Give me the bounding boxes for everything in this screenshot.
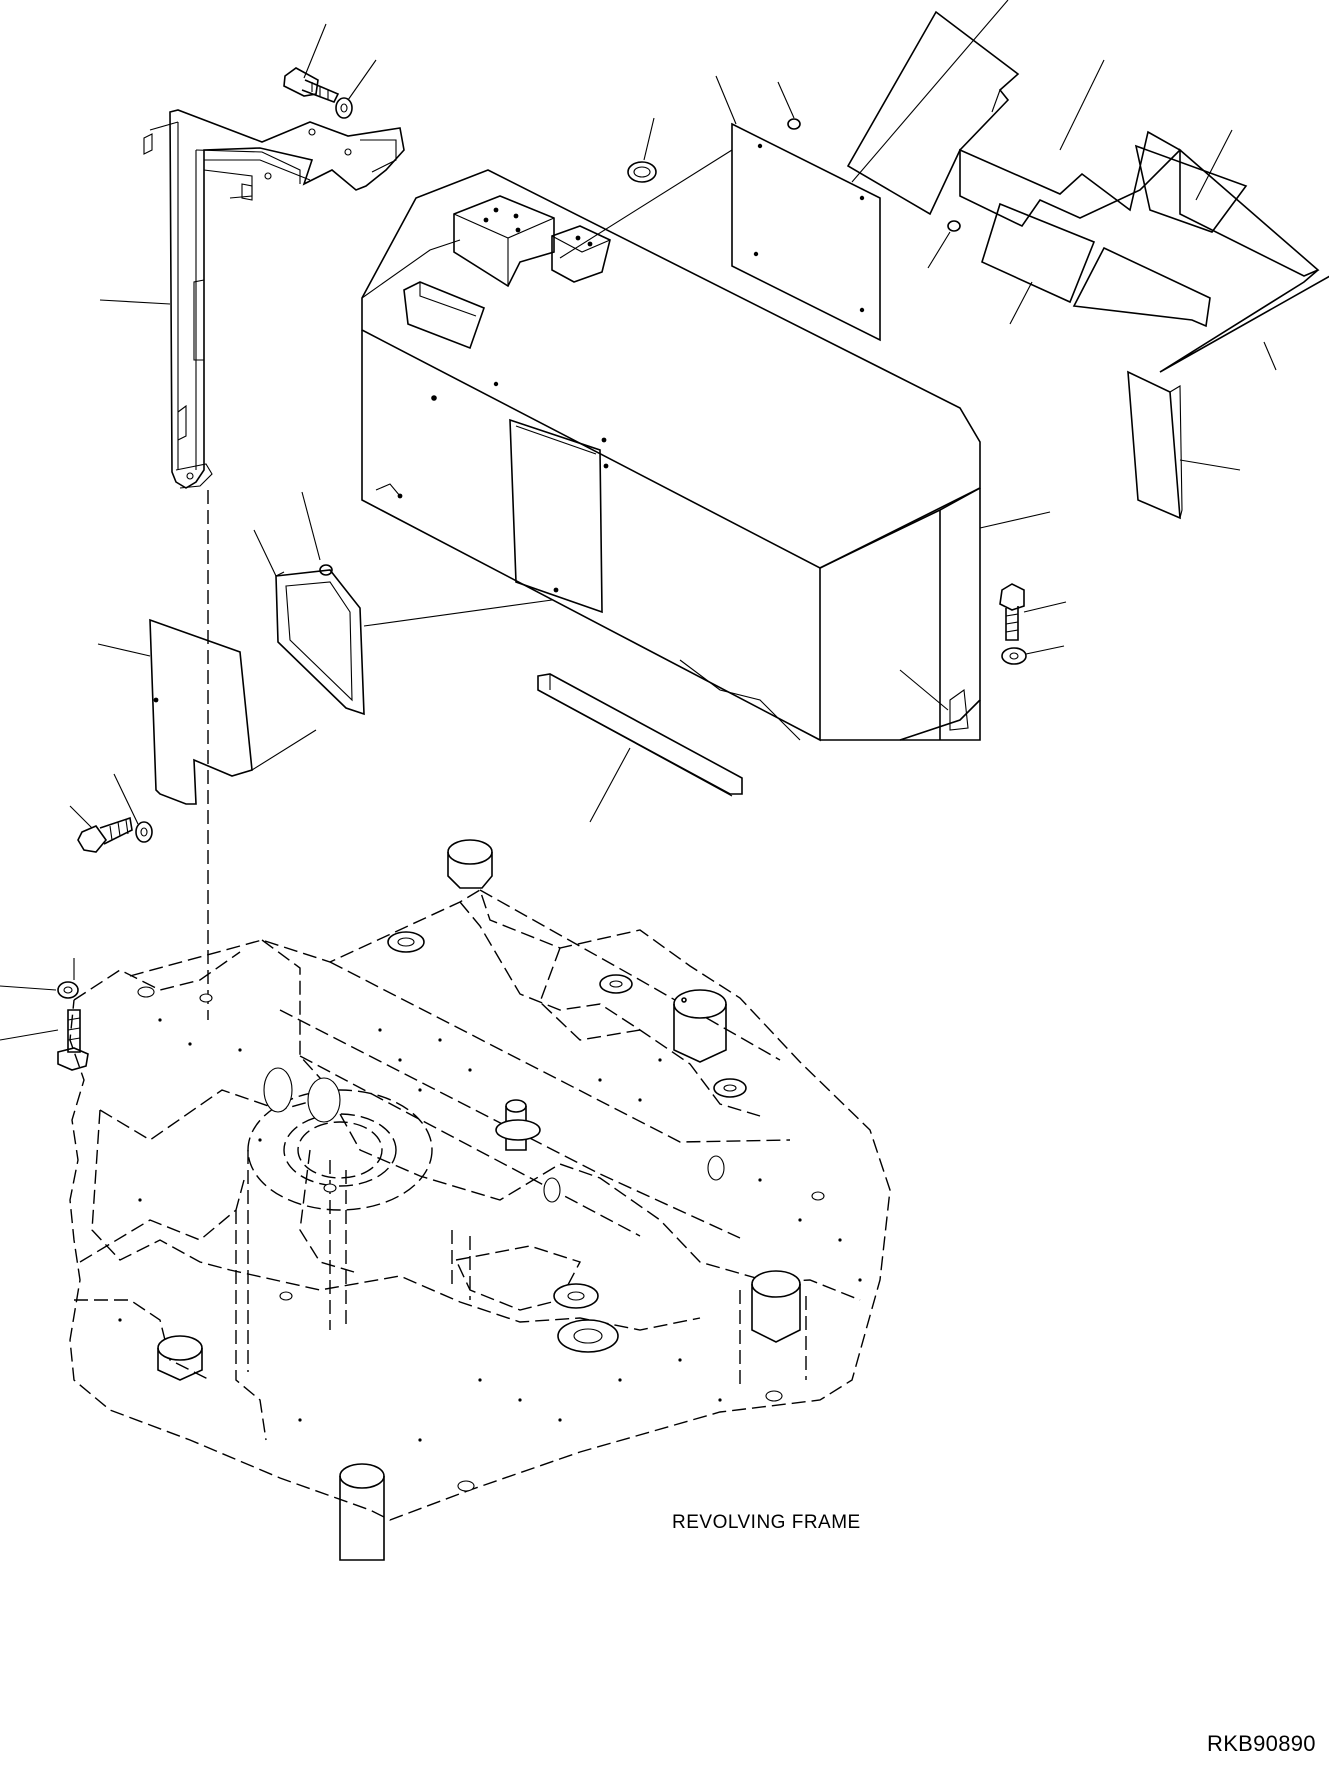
leader-washer-frame [0, 985, 57, 991]
leader-cover-box [979, 511, 1051, 529]
leader-washer-right [1025, 645, 1065, 655]
leader-washer-left [113, 773, 139, 825]
leader-bolt-frame [0, 1029, 59, 1041]
washer-right [1001, 647, 1027, 665]
seal-frame [275, 569, 365, 716]
revolving-frame [69, 839, 891, 1561]
leader-bolt-top [303, 23, 327, 79]
washer-left [135, 821, 153, 843]
bolt-top [283, 67, 340, 104]
nut-upper [787, 118, 961, 232]
cover-box [361, 169, 981, 742]
frame-holes [137, 986, 825, 1492]
washer-frame [57, 981, 79, 999]
leader-pad [1179, 459, 1241, 471]
plate-upper [731, 122, 881, 342]
leader-washer-top [347, 59, 377, 101]
leader-plate-upper [715, 75, 737, 125]
leader-strip [589, 747, 631, 823]
leader-bolt-left [69, 805, 93, 829]
leader-lines [0, 0, 1277, 1041]
leader-nut-seal [301, 491, 321, 561]
leader-grommet [643, 117, 655, 161]
vertical-bracket [143, 109, 405, 489]
leader-nut-b [927, 231, 951, 269]
cover-plate-left [149, 618, 253, 805]
leader-seal [253, 529, 277, 577]
foam-strip [537, 673, 743, 797]
bolt-frame [57, 1009, 89, 1071]
bolt-right [999, 583, 1025, 641]
revolving-frame-label: REVOLVING FRAME [672, 1512, 861, 1533]
leader-sheet-b [1059, 59, 1105, 151]
pad-right [1127, 370, 1183, 520]
drawing-code: RKB90890 [1207, 1731, 1316, 1756]
insulation-sheets [846, 10, 1329, 373]
frame-dots [118, 1018, 862, 1442]
leader-sheet-d [1009, 281, 1033, 325]
grommet [627, 161, 657, 183]
bolt-left [77, 816, 133, 853]
leader-sheet-e [1263, 341, 1277, 371]
washer-top [335, 97, 353, 119]
assembly-lines [207, 149, 949, 1020]
leader-nut-upper [777, 81, 795, 119]
leader-plate-left [97, 643, 151, 657]
leader-bracket [99, 299, 171, 305]
nut-seal [319, 564, 333, 576]
leader-sheet-a [851, 0, 1009, 183]
leader-sheet-c [1195, 129, 1233, 201]
leader-bolt-right [1023, 601, 1067, 613]
